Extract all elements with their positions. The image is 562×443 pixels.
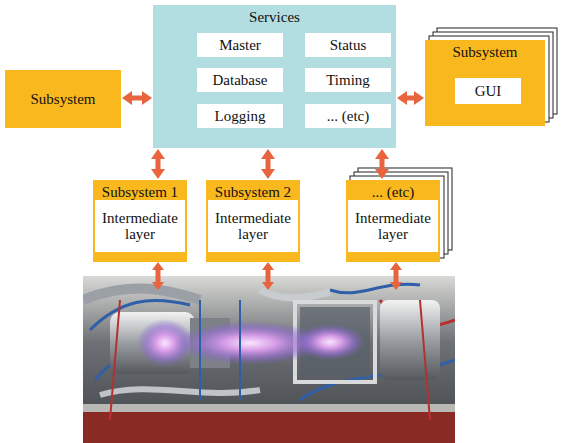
box-title: ... (etc) (346, 184, 440, 201)
box-label: Timing (326, 72, 370, 89)
text-holder: Subsystem (30, 91, 95, 108)
subsystem-box: Subsystem 1 Intermediate layer (93, 180, 187, 262)
text-holder: Services (153, 9, 396, 26)
text-holder: Subsystem 1 (93, 184, 187, 201)
box-title: Services (153, 9, 396, 26)
double-arrow (375, 149, 389, 179)
link-arrow (152, 262, 164, 290)
text-holder: Logging (215, 108, 266, 125)
link-arrow (262, 262, 274, 290)
box-label: Database (213, 72, 268, 89)
box-title: Subsystem (425, 44, 545, 61)
service-box: Database (197, 68, 283, 92)
machine-photo (83, 276, 455, 443)
text-holder: GUI (475, 83, 502, 100)
text-holder: Master (219, 37, 261, 54)
subsystem-box: ... (etc) Intermediate layer (346, 180, 440, 262)
subsystem-box: Subsystem 2 Intermediate layer (206, 180, 300, 262)
intermediate-layer-box: Intermediate layer (95, 200, 185, 252)
box-label: Master (219, 37, 261, 54)
service-box: ... (etc) (305, 104, 391, 128)
text-holder: Intermediate layer (208, 210, 298, 243)
text-holder: ... (etc) (346, 184, 440, 201)
box-label: ... (etc) (327, 108, 369, 125)
intermediate-layer-box: Intermediate layer (208, 200, 298, 252)
box-label: GUI (475, 83, 502, 100)
double-arrow (122, 91, 152, 105)
box-label: Intermediate layer (348, 210, 438, 243)
text-holder: Subsystem (425, 44, 545, 61)
service-box: Timing (305, 68, 391, 92)
box-label: Status (330, 37, 367, 54)
box-title: Subsystem 2 (206, 184, 300, 201)
box-label: Subsystem (30, 91, 95, 108)
text-holder: Status (330, 37, 367, 54)
subsystem-box: Subsystem (5, 70, 121, 128)
text-holder: Intermediate layer (95, 210, 185, 243)
text-holder: Timing (326, 72, 370, 89)
services-panel: ServicesMaster StatusDatabase TimingLoggin… (153, 5, 396, 148)
text-holder: Subsystem 2 (206, 184, 300, 201)
box-label: Intermediate layer (208, 210, 298, 243)
text-holder: ... (etc) (327, 108, 369, 125)
intermediate-layer-box: Intermediate layer (348, 200, 438, 252)
service-box: Master (197, 33, 283, 57)
subsystem-box: SubsystemGUI (425, 40, 545, 126)
box-title: Subsystem 1 (93, 184, 187, 201)
box-label: Logging (215, 108, 266, 125)
double-arrow (397, 91, 424, 105)
box-label: Intermediate layer (95, 210, 185, 243)
double-arrow (261, 149, 275, 179)
link-arrow (390, 262, 402, 290)
service-box: Logging (197, 104, 283, 128)
gui-box: GUI (455, 78, 521, 104)
service-box: Status (305, 33, 391, 57)
text-holder: Intermediate layer (348, 210, 438, 243)
text-holder: Database (213, 72, 268, 89)
double-arrow (151, 149, 165, 179)
